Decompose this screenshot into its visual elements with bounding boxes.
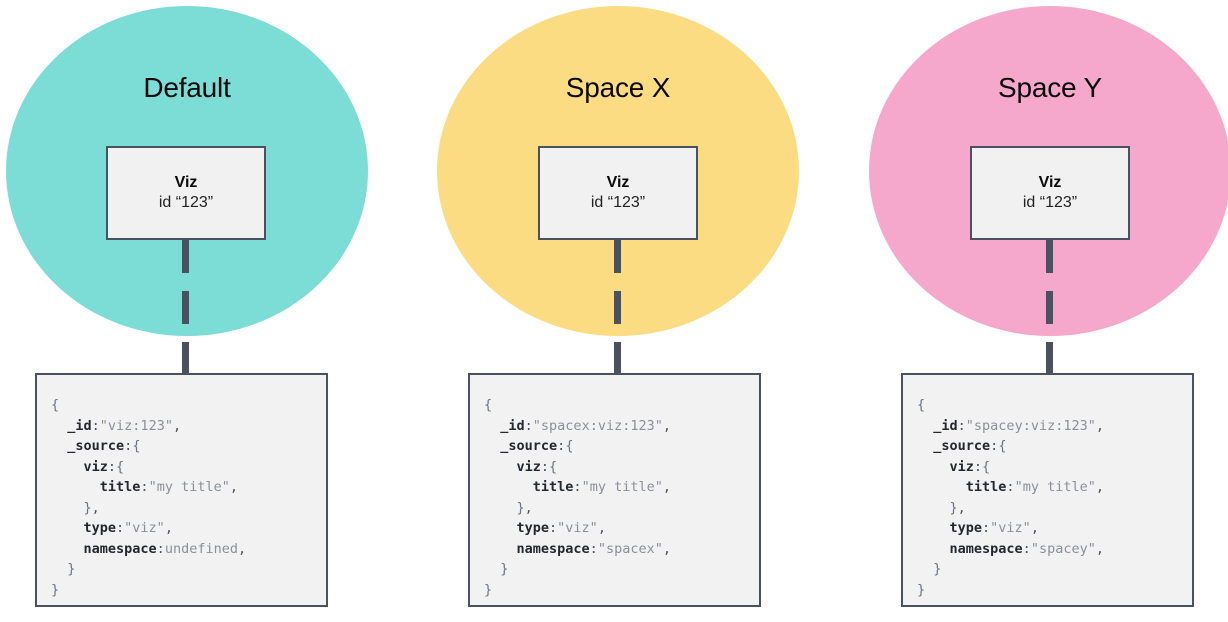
connector-dashed-spacex	[614, 240, 621, 374]
viz-node-name: Viz	[1038, 173, 1062, 191]
viz-node-id: id “123”	[590, 193, 646, 211]
document-json-spacex: { _id:"spacex:viz:123", _source:{ viz:{ …	[484, 397, 671, 598]
document-code-box-spacex: { _id:"spacex:viz:123", _source:{ viz:{ …	[468, 373, 761, 607]
document-json-default: { _id:"viz:123", _source:{ viz:{ title:"…	[51, 397, 247, 598]
document-json-spacey: { _id:"spacey:viz:123", _source:{ viz:{ …	[917, 397, 1104, 598]
document-code-box-spacey: { _id:"spacey:viz:123", _source:{ viz:{ …	[901, 373, 1194, 607]
viz-node-id: id “123”	[1022, 193, 1078, 211]
connector-dashed-spacey	[1046, 240, 1053, 374]
space-title-spacex: Space X	[565, 72, 671, 103]
viz-node-id: id “123”	[158, 193, 214, 211]
space-title-spacey: Space Y	[998, 72, 1102, 103]
space-title-default: Default	[143, 72, 231, 103]
viz-node-name: Viz	[606, 173, 630, 191]
viz-node-name: Viz	[174, 173, 198, 191]
viz-node-default: Viz id “123”	[106, 146, 266, 240]
document-code-box-default: { _id:"viz:123", _source:{ viz:{ title:"…	[35, 373, 328, 607]
connector-dashed-default	[182, 240, 189, 374]
viz-node-spacex: Viz id “123”	[538, 146, 698, 240]
viz-node-spacey: Viz id “123”	[970, 146, 1130, 240]
